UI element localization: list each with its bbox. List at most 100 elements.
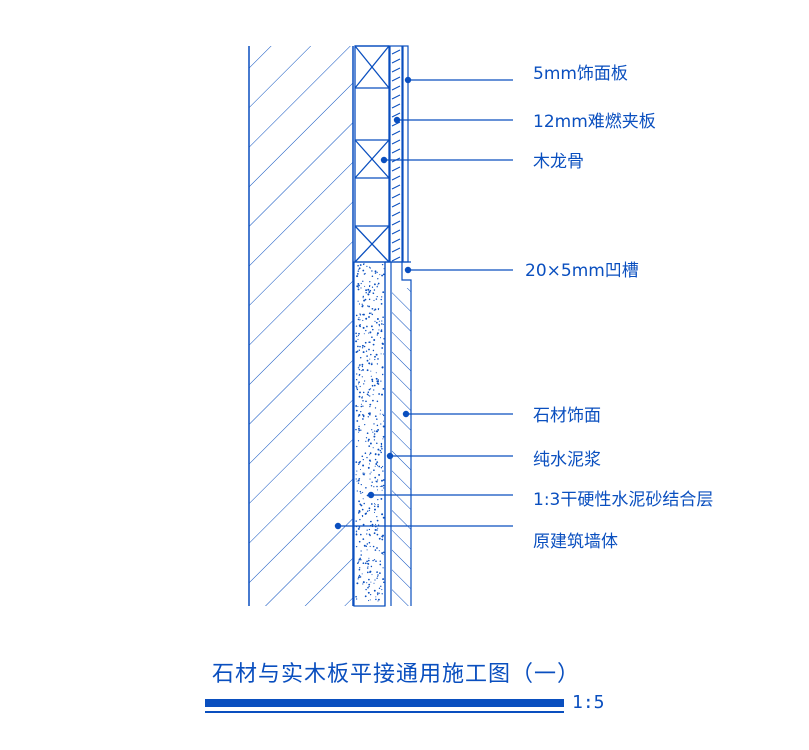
mortar-grain: [373, 505, 376, 508]
mortar-grain: [369, 478, 371, 480]
mortar-grain: [368, 394, 370, 396]
mortar-grain: [375, 321, 378, 324]
label-mortar-bed: 1:3干硬性水泥砂结合层: [533, 490, 714, 510]
mortar-grain: [366, 393, 369, 396]
mortar-grain: [366, 359, 369, 362]
mortar-grain: [356, 273, 359, 275]
mortar-grain: [358, 373, 361, 376]
mortar-grain: [374, 579, 376, 581]
plywood-tick: [391, 166, 401, 172]
mortar-grain: [362, 523, 365, 526]
mortar-grain: [374, 355, 376, 358]
mortar-grain: [374, 453, 377, 456]
mortar-grain: [381, 589, 383, 591]
mortar-grain: [380, 451, 382, 454]
mortar-grain: [372, 343, 375, 346]
mortar-grain: [381, 296, 383, 298]
mortar-grain: [361, 363, 364, 366]
mortar-grain: [376, 418, 378, 420]
mortar-grain: [358, 477, 361, 480]
mortar-grain: [358, 268, 360, 270]
mortar-grain: [357, 345, 359, 348]
mortar-grain: [370, 363, 373, 366]
mortar-grain: [375, 353, 378, 356]
plywood-tick: [391, 256, 401, 262]
mortar-grain: [363, 383, 365, 385]
mortar-grain: [382, 353, 385, 355]
mortar-grain: [381, 485, 383, 488]
mortar-grain: [377, 453, 380, 456]
mortar-grain: [373, 389, 375, 391]
mortar-grain: [362, 414, 365, 417]
mortar-grain: [380, 353, 382, 355]
plywood-tick: [391, 103, 401, 109]
mortar-grain: [361, 347, 364, 349]
mortar-grain: [362, 313, 365, 316]
mortar-grain: [364, 452, 367, 454]
mortar-grain: [360, 504, 363, 507]
mortar-grain: [367, 466, 370, 469]
mortar-grain: [373, 439, 375, 441]
mortar-grain: [369, 473, 371, 475]
mortar-grain: [363, 380, 366, 382]
mortar-grain: [376, 515, 378, 518]
mortar-grain: [367, 586, 369, 589]
leader-dot: [393, 116, 401, 124]
mortar-grain: [380, 330, 383, 333]
mortar-grain: [382, 413, 384, 415]
mortar-grain: [367, 305, 369, 307]
mortar-grain: [380, 585, 382, 587]
mortar-grain: [358, 500, 361, 503]
mortar-grain: [359, 264, 362, 266]
mortar-grain: [358, 461, 361, 464]
keel-cross: [354, 225, 390, 263]
mortar-grain: [369, 403, 372, 406]
mortar-grain: [373, 486, 375, 488]
plywood-tick: [391, 184, 401, 190]
mortar-grain: [358, 431, 360, 433]
mortar-grain: [368, 507, 371, 510]
mortar-grain: [362, 326, 365, 329]
mortar-grain: [364, 472, 366, 474]
mortar-grain: [366, 571, 369, 574]
mortar-grain: [380, 535, 382, 537]
mortar-grain: [375, 598, 377, 601]
mortar-grain: [356, 285, 359, 288]
mortar-grain: [355, 533, 358, 536]
mortar-grain: [368, 291, 371, 294]
mortar-grain: [368, 348, 370, 351]
mortar-grain: [379, 413, 381, 415]
mortar-grain: [356, 562, 359, 565]
label-wall: 原建筑墙体: [533, 532, 618, 552]
mortar-grain: [355, 405, 357, 408]
mortar-grain: [369, 358, 371, 360]
mortar-grain: [358, 303, 361, 305]
mortar-grain: [357, 482, 360, 484]
mortar-grain: [373, 299, 375, 302]
mortar-grain: [371, 270, 373, 272]
mortar-grain: [374, 508, 376, 511]
mortar-grain: [368, 557, 370, 559]
mortar-grain: [370, 375, 372, 377]
mortar-grain: [374, 358, 376, 361]
mortar-grain: [377, 576, 379, 578]
mortar-grain: [368, 305, 370, 308]
mortar-grain: [374, 503, 376, 506]
plywood-tick: [391, 202, 401, 208]
mortar-grain: [357, 288, 360, 291]
mortar-grain: [371, 481, 373, 483]
leader-dot: [402, 410, 410, 418]
mortar-grain: [371, 429, 373, 431]
mortar-grain: [361, 365, 364, 368]
mortar-grain: [366, 456, 368, 459]
mortar-grain: [357, 576, 360, 579]
mortar-grain: [382, 470, 384, 472]
mortar-grain: [376, 442, 378, 445]
mortar-grain: [368, 316, 370, 318]
mortar-grain: [358, 332, 360, 335]
mortar-grain: [370, 471, 372, 473]
mortar-grain: [371, 307, 374, 310]
mortar-grain: [373, 469, 375, 472]
mortar-grain: [358, 413, 360, 415]
mortar-grain: [375, 377, 378, 380]
